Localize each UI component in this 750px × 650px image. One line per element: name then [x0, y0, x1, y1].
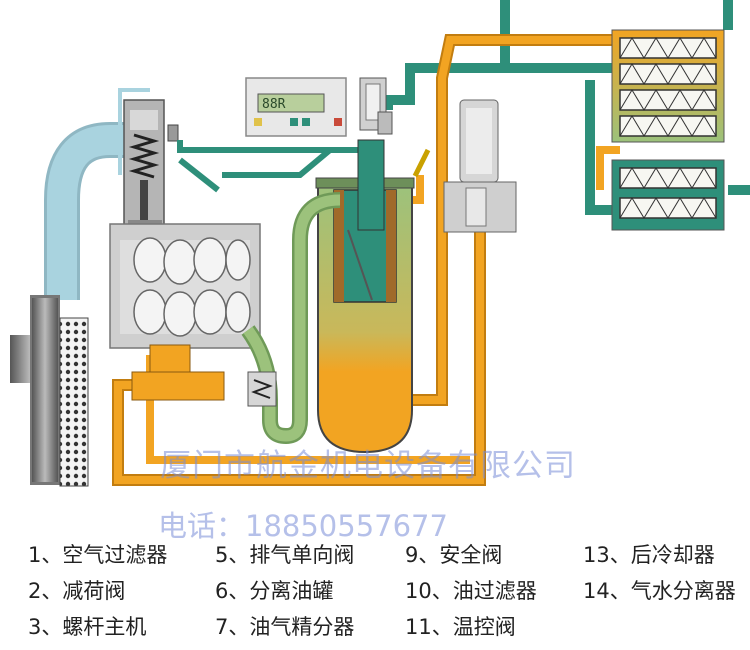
watermark-company: 厦门市航金机电设备有限公司 — [160, 448, 576, 484]
legend-item: 7、油气精分器 — [215, 615, 355, 639]
discharge-check-valve — [247, 371, 277, 407]
fine-separator-element — [333, 139, 397, 303]
aftercooler — [611, 29, 725, 143]
moisture-separator-cooler — [611, 159, 725, 231]
legend-item: 9、安全阀 — [405, 543, 503, 567]
legend-item: 10、油过滤器 — [405, 579, 537, 603]
legend-item: 1、空气过滤器 — [28, 543, 168, 567]
watermark-phone: 电话：18850557677 — [158, 509, 448, 543]
screw-airend — [109, 223, 261, 349]
air-to-separator-line — [585, 80, 620, 215]
legend-item: 6、分离油罐 — [215, 579, 334, 603]
air-compressor-flow-diagram: 88R — [10, 0, 750, 487]
legend-item: 5、排气单向阀 — [215, 543, 355, 567]
discharge-air-line — [383, 0, 510, 110]
legend-item: 11、温控阀 — [405, 615, 516, 639]
thermostatic-valve — [443, 181, 517, 233]
legend-item: 14、气水分离器 — [583, 579, 736, 603]
air-filter — [10, 295, 89, 487]
control-air-line — [177, 140, 360, 153]
legend-item: 13、后冷却器 — [583, 543, 715, 567]
oil-filter — [459, 99, 499, 183]
controller-readout: 88R — [262, 97, 286, 112]
safety-valve — [359, 77, 393, 135]
legend-item: 2、减荷阀 — [28, 579, 126, 603]
oil-cooler-return — [596, 146, 620, 190]
oil-stop-valve — [131, 344, 225, 401]
controller-panel: 88R — [245, 77, 347, 137]
legend-item: 3、螺杆主机 — [28, 615, 147, 639]
unloader-valve — [123, 99, 179, 231]
